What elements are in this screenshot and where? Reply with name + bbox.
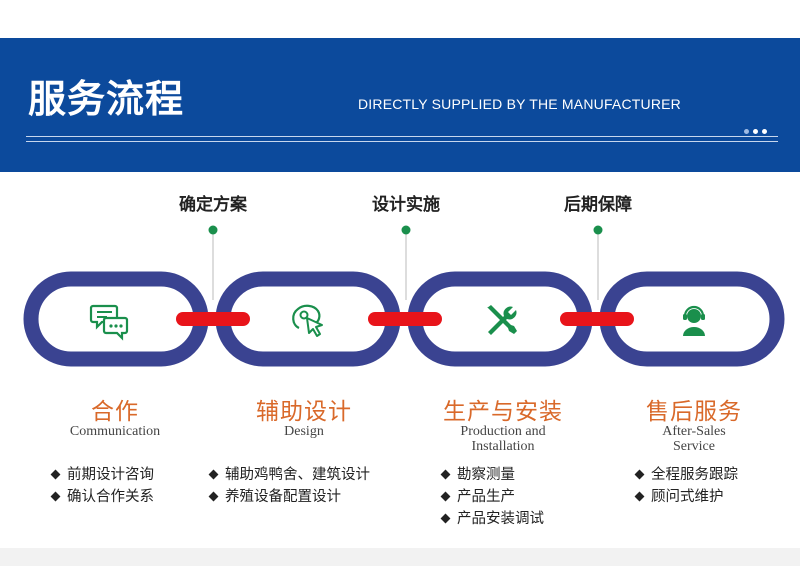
milestone-dot-3 bbox=[593, 225, 603, 235]
list-item: 勘察测量 bbox=[440, 464, 544, 486]
milestone-dot-1 bbox=[208, 225, 218, 235]
list-item: 顾问式维护 bbox=[634, 486, 738, 508]
list-item: 全程服务跟踪 bbox=[634, 464, 738, 486]
stage-bullets-after-sales: 全程服务跟踪 顾问式维护 bbox=[634, 464, 738, 508]
stage-title-after-sales: 售后服务 bbox=[646, 399, 742, 425]
connector-3 bbox=[560, 312, 634, 326]
page-title: 服务流程 bbox=[28, 77, 185, 121]
list-item: 养殖设备配置设计 bbox=[208, 486, 370, 508]
connector-1 bbox=[176, 312, 250, 326]
stage-english-communication: Communication bbox=[20, 424, 210, 439]
support-agent-icon bbox=[683, 305, 705, 336]
stage-english-line: Communication bbox=[69, 424, 161, 439]
design-cursor-icon bbox=[292, 304, 323, 337]
stage-english-line: Service bbox=[673, 439, 715, 454]
stage-bullets-cooperation: 前期设计咨询 确认合作关系 bbox=[50, 464, 154, 508]
stage-english-line: After-Sales bbox=[662, 424, 726, 439]
banner-divider-bottom bbox=[26, 141, 778, 142]
milestone-label-1: 确定方案 bbox=[179, 195, 247, 215]
stage-english-line: Design bbox=[284, 424, 324, 439]
banner-subtitle: DIRECTLY SUPPLIED BY THE MANUFACTURER bbox=[358, 96, 681, 112]
stage-title-production: 生产与安装 bbox=[443, 399, 563, 425]
list-item: 辅助鸡鸭舍、建筑设计 bbox=[208, 464, 370, 486]
stage-english-design: Design bbox=[209, 424, 399, 439]
stage-english-line: Production and bbox=[460, 424, 546, 439]
milestone-dot-2 bbox=[401, 225, 411, 235]
tools-icon bbox=[487, 305, 517, 335]
milestone-label-3: 后期保障 bbox=[564, 195, 632, 215]
stage-english-line: Installation bbox=[471, 439, 535, 454]
connector-2 bbox=[368, 312, 442, 326]
stage-title-design: 辅助设计 bbox=[256, 399, 352, 425]
banner-dots bbox=[744, 121, 771, 134]
list-item: 前期设计咨询 bbox=[50, 464, 154, 486]
stage-english-production: Production and Installation bbox=[408, 424, 598, 454]
list-item: 产品安装调试 bbox=[440, 508, 544, 530]
chat-bubbles-icon bbox=[89, 304, 129, 341]
stage-bullets-design: 辅助鸡鸭舍、建筑设计 养殖设备配置设计 bbox=[208, 464, 370, 508]
stage-english-after-sales: After-Sales Service bbox=[599, 424, 789, 454]
footer-band bbox=[0, 548, 800, 566]
list-item: 产品生产 bbox=[440, 486, 544, 508]
stage-title-cooperation: 合作 bbox=[91, 399, 139, 425]
header-banner: 服务流程 DIRECTLY SUPPLIED BY THE MANUFACTUR… bbox=[0, 38, 800, 172]
stage-bullets-production: 勘察测量 产品生产 产品安装调试 bbox=[440, 464, 544, 530]
list-item: 确认合作关系 bbox=[50, 486, 154, 508]
milestone-label-2: 设计实施 bbox=[372, 195, 440, 215]
banner-divider-top bbox=[26, 136, 778, 137]
